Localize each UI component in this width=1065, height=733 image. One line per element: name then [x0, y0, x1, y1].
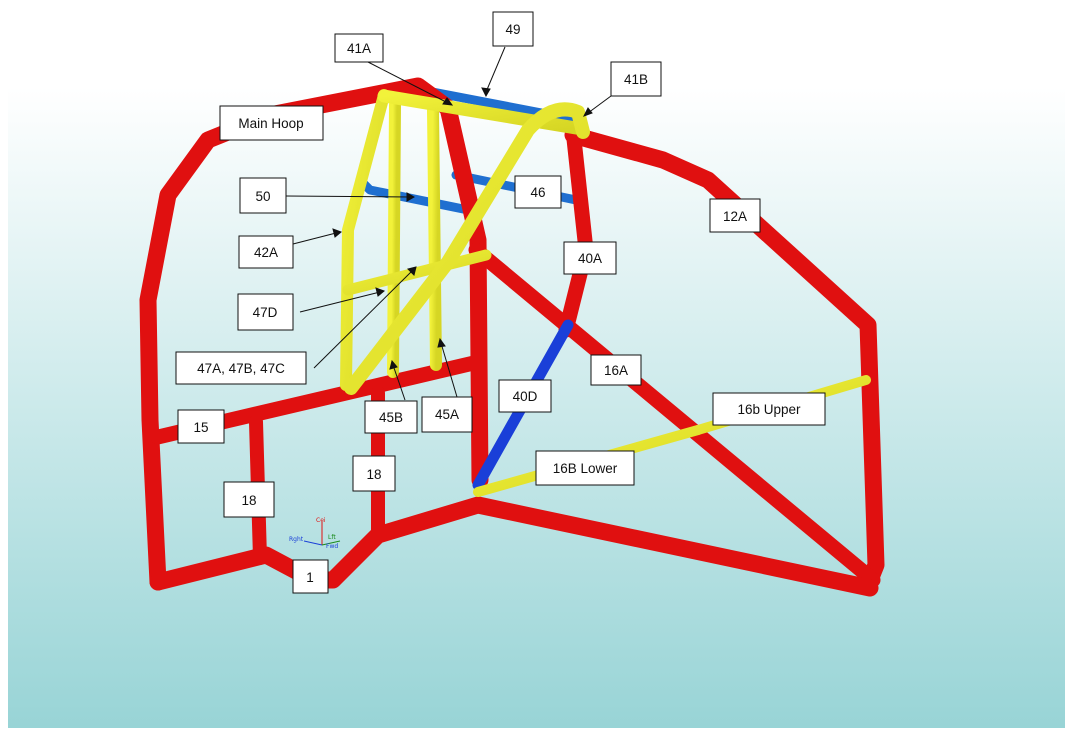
tube-16a [468, 242, 881, 588]
label-12a: 12A [709, 198, 761, 233]
tube-1-bottom-rail [149, 496, 879, 597]
label-40d: 40D [498, 379, 552, 413]
svg-text:Main Hoop: Main Hoop [238, 116, 303, 131]
leader-arrows [285, 46, 612, 401]
svg-text:42A: 42A [254, 245, 278, 260]
svg-text:40D: 40D [513, 389, 538, 404]
tube-42a [340, 89, 390, 391]
label-45b: 45B [364, 400, 418, 434]
label-41b: 41B [610, 61, 662, 97]
label-16a: 16A [590, 354, 642, 386]
svg-text:16b Upper: 16b Upper [737, 402, 801, 417]
svg-text:49: 49 [505, 22, 520, 37]
label-42a: 42A [238, 235, 294, 269]
label-47abc: 47A, 47B, 47C [175, 351, 307, 385]
axis-label-top: Cei [316, 517, 326, 524]
label-main-hoop: Main Hoop [219, 105, 324, 141]
cad-viewport[interactable]: Cei Rght Lft Fwd 49 41A 41B Main Hoop 50 [8, 0, 1065, 728]
svg-text:45B: 45B [379, 410, 403, 425]
label-45a: 45A [421, 396, 473, 433]
label-50: 50 [239, 177, 287, 214]
svg-text:47D: 47D [253, 305, 278, 320]
svg-text:50: 50 [255, 189, 270, 204]
axis-triad-icon: Cei Rght Lft Fwd [289, 517, 341, 550]
roll-cage-diagram: Cei Rght Lft Fwd 49 41A 41B Main Hoop 50 [8, 0, 1065, 728]
label-18-mid: 18 [352, 455, 396, 492]
svg-text:12A: 12A [723, 209, 747, 224]
svg-text:40A: 40A [578, 251, 602, 266]
tube-45a [427, 104, 442, 371]
svg-text:45A: 45A [435, 407, 459, 422]
label-40a: 40A [563, 241, 617, 275]
label-41a: 41A [334, 33, 384, 63]
svg-text:1: 1 [306, 570, 314, 585]
label-16b-lower: 16B Lower [535, 450, 635, 486]
tube-12a [564, 126, 885, 594]
tube-47d [342, 249, 492, 296]
svg-text:16B Lower: 16B Lower [553, 461, 618, 476]
axis-label-right: Lft [328, 534, 336, 541]
svg-text:46: 46 [530, 185, 545, 200]
axis-label-left: Rght [289, 536, 304, 543]
svg-text:41B: 41B [624, 72, 648, 87]
label-46: 46 [514, 175, 562, 209]
label-1: 1 [292, 559, 329, 594]
svg-text:16A: 16A [604, 363, 628, 378]
svg-text:47A, 47B, 47C: 47A, 47B, 47C [197, 361, 285, 376]
label-16b-upper: 16b Upper [712, 392, 826, 426]
tube-41b [344, 102, 590, 395]
label-15: 15 [177, 409, 225, 444]
label-18-left: 18 [223, 481, 275, 518]
svg-text:18: 18 [366, 467, 381, 482]
svg-text:15: 15 [193, 420, 208, 435]
svg-text:41A: 41A [347, 41, 371, 56]
label-49: 49 [492, 11, 534, 47]
label-47d: 47D [237, 293, 294, 331]
axis-label-small: Fwd [326, 543, 338, 550]
svg-text:18: 18 [241, 493, 256, 508]
